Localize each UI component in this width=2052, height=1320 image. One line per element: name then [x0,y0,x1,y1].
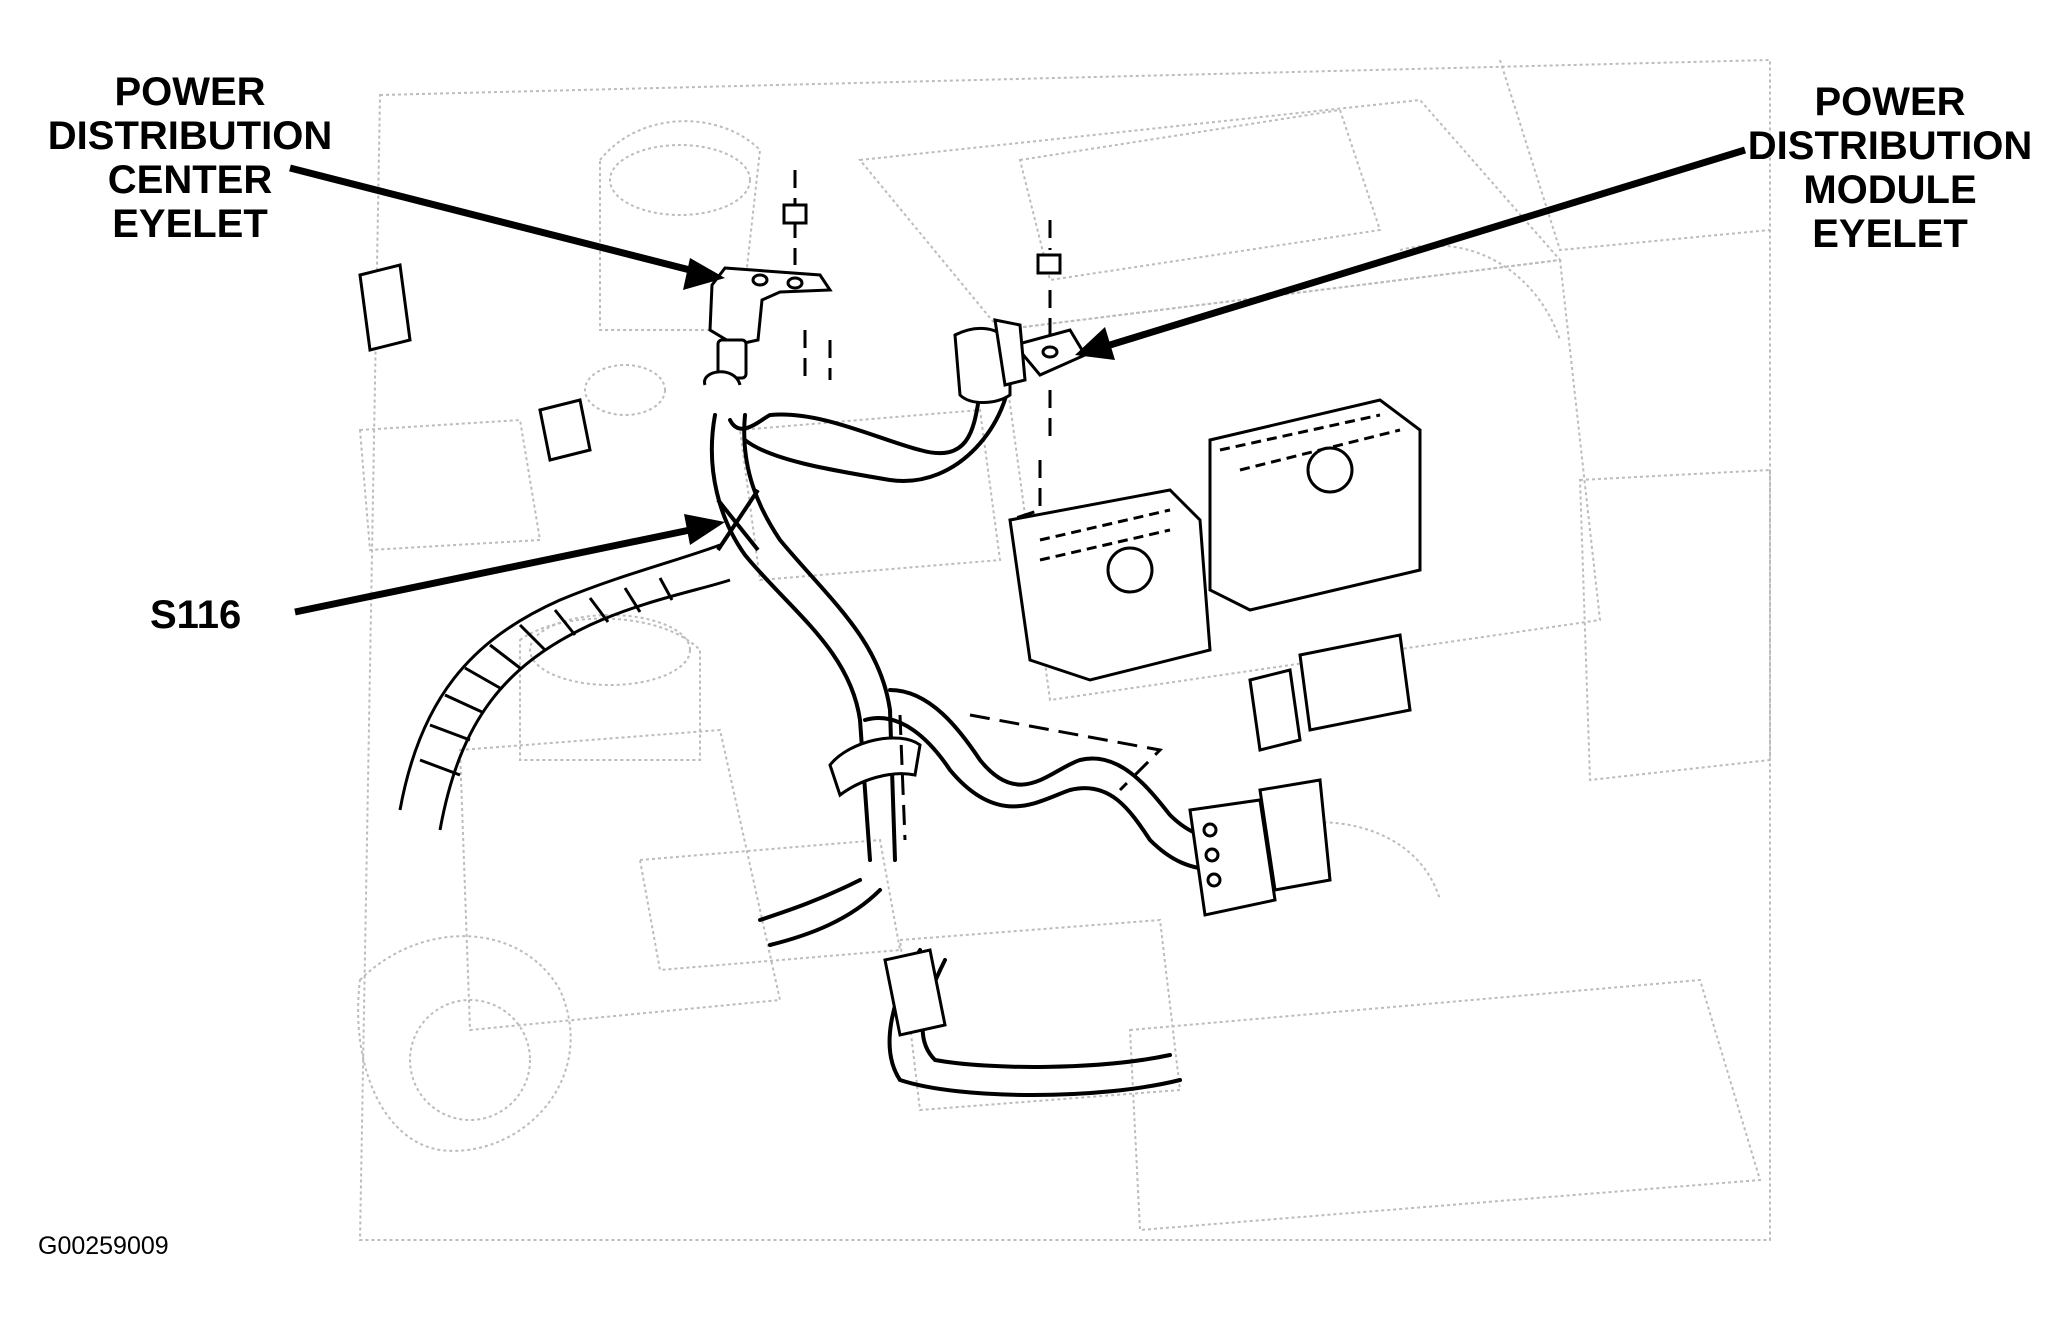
pdm-nut [1036,253,1062,275]
power-distribution-module [1008,398,1422,752]
s116-arrowhead [684,514,725,545]
pdm-callout-line-1: POWER [1814,80,1966,124]
leader-arrows [289,146,1747,616]
pdc-nut [782,203,808,225]
engine-bay-background [357,58,1771,1241]
pdc-callout-line-1: POWER [114,70,266,114]
inline-connectors [358,263,1332,1037]
pdm-callout-line-2: DISTRIBUTION [1747,124,2033,168]
pdc-eyelet-callout: POWER DISTRIBUTION CENTER EYELET [40,70,340,246]
pdm-callout-line-4: EYELET [1812,212,1968,256]
s116-splice-marker [716,488,760,552]
pdm-arrowhead [1075,327,1115,360]
pdc-arrowhead [683,258,725,290]
figure-id: G00259009 [38,1232,169,1260]
s116-callout-text: S116 [150,593,242,637]
left-harness-conduit [398,543,731,831]
s116-leader-line [294,526,691,616]
s116-callout: S116 [150,593,290,637]
harness-clip [828,736,922,798]
clip-guideline [898,713,1164,841]
pdc-callout-line-3: CENTER [107,158,273,202]
pdc-leader-line [289,164,691,274]
pdc-eyelet-bracket [703,266,833,386]
pdc-callout-line-2: DISTRIBUTION [47,114,333,158]
pdm-stud-guideline [1009,220,1052,522]
pdm-leader-line [1108,146,1747,349]
pdm-eyelet [953,318,1088,404]
pdm-eyelet-callout: POWER DISTRIBUTION MODULE EYELET [1740,80,2040,256]
pdm-callout-line-3: MODULE [1803,168,1977,212]
pdc-callout-line-4: EYELET [112,202,268,246]
main-wire-harness [709,358,1232,1097]
